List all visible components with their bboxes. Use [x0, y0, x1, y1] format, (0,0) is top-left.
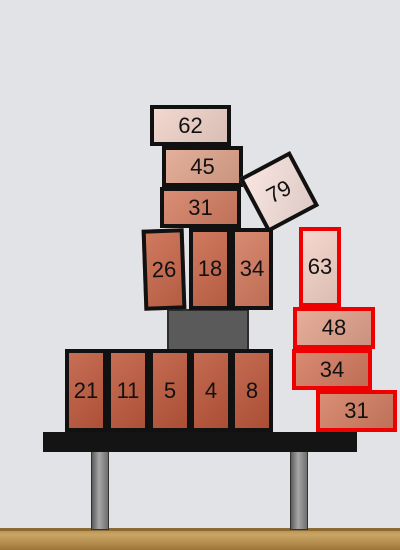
brick[interactable]: 26 — [141, 228, 187, 311]
candidate-brick[interactable]: 48 — [293, 307, 375, 349]
brick[interactable]: 4 — [190, 349, 232, 432]
table-top — [43, 432, 357, 452]
brick[interactable]: 34 — [231, 228, 273, 310]
brick[interactable]: 45 — [162, 146, 243, 187]
brick[interactable]: 21 — [65, 349, 107, 432]
candidate-brick[interactable]: 63 — [299, 227, 341, 307]
brick[interactable]: 5 — [149, 349, 191, 432]
brick[interactable]: 31 — [160, 187, 241, 228]
brick[interactable]: 62 — [150, 105, 231, 146]
table-leg-right — [290, 450, 308, 530]
brick[interactable]: 11 — [107, 349, 149, 432]
brick[interactable]: 79 — [238, 151, 320, 233]
table-leg-left — [91, 450, 109, 530]
candidate-brick[interactable]: 31 — [316, 390, 397, 432]
candidate-brick[interactable]: 34 — [292, 349, 372, 390]
wooden-floor — [0, 528, 400, 550]
stone-block — [167, 309, 249, 351]
brick[interactable]: 8 — [231, 349, 273, 432]
brick[interactable]: 18 — [189, 228, 231, 310]
